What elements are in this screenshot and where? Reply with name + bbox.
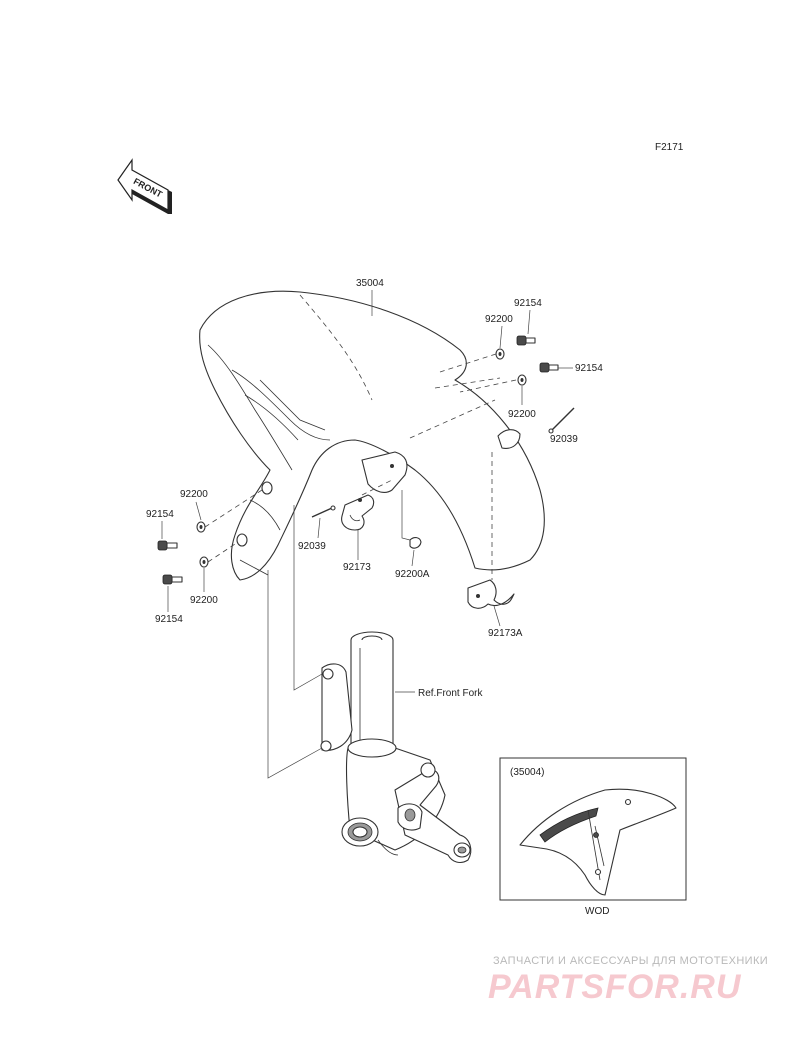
watermark-brand: PARTSFOR.RU xyxy=(488,968,742,1006)
watermark-logo: ЗАПЧАСТИ И АКСЕССУАРЫ ДЛЯ МОТОТЕХНИКИ PA… xyxy=(488,955,768,1006)
washer-center xyxy=(409,537,422,549)
washer-left-upper xyxy=(196,521,206,533)
label-washer-left-lower: 92200 xyxy=(190,595,218,606)
label-front-fork-ref: Ref.Front Fork xyxy=(418,688,483,699)
label-clamp-pin-left: 92039 xyxy=(298,541,326,552)
front-fork xyxy=(320,631,472,864)
hose-clamp-right xyxy=(467,579,515,609)
label-washer-right-side: 92200 xyxy=(508,409,536,420)
label-clamp-left: 92173 xyxy=(343,562,371,573)
label-washer-center: 92200A xyxy=(395,569,430,580)
front-fender xyxy=(199,290,545,581)
label-clamp-right: 92173A xyxy=(488,628,523,639)
label-bolt-left-lower: 92154 xyxy=(155,614,183,625)
bolt-left-lower-icon xyxy=(162,574,183,585)
inset-part-label: (35004) xyxy=(510,767,544,778)
washer-left-lower xyxy=(199,556,209,568)
clamp-pin-right xyxy=(548,407,575,434)
label-washer-left-upper: 92200 xyxy=(180,489,208,500)
variant-inset: (35004) WOD xyxy=(499,757,687,917)
label-clamp-pin-right: 92039 xyxy=(550,434,578,445)
bolt-right-top-icon xyxy=(516,335,536,346)
washer-right-top xyxy=(495,348,505,360)
label-bolt-left-upper: 92154 xyxy=(146,509,174,520)
bolt-left-upper-icon xyxy=(157,540,178,551)
figure-code: F2171 xyxy=(655,142,684,153)
inset-variant-label: WOD xyxy=(585,906,609,917)
watermark-tagline: ЗАПЧАСТИ И АКСЕССУАРЫ ДЛЯ МОТОТЕХНИКИ xyxy=(493,955,768,967)
label-bolt-right-top: 92154 xyxy=(514,298,542,309)
bolt-right-side-icon xyxy=(539,362,559,373)
label-washer-right-top: 92200 xyxy=(485,314,513,325)
label-fender: 35004 xyxy=(356,278,384,289)
label-bolt-right-side: 92154 xyxy=(575,363,603,374)
clamp-pin-left xyxy=(311,505,336,518)
hose-clamp-left xyxy=(341,494,375,531)
front-arrow-icon: FRONT xyxy=(117,158,172,214)
washer-right-side xyxy=(517,374,527,386)
